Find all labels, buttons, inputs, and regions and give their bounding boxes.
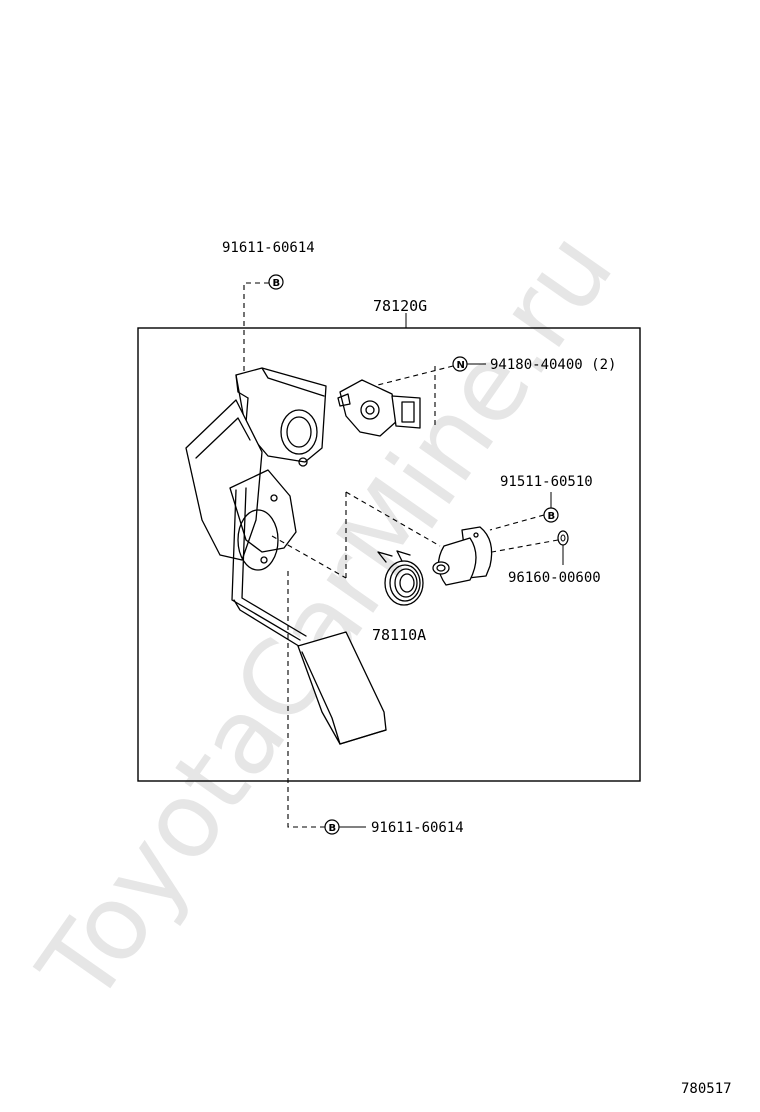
- svg-text:B: B: [273, 278, 281, 289]
- torsion-spring-icon: [377, 550, 424, 606]
- svg-text:B: B: [329, 823, 337, 834]
- badge-b-top: B: [268, 274, 284, 290]
- part-number-bolt-right: 91511-60510: [500, 474, 593, 490]
- part-number-screw-n: 94180-40400 (2): [490, 357, 616, 373]
- part-number-bolt-bottom: 91611-60614: [371, 820, 464, 836]
- badge-b-bottom: B: [324, 819, 340, 835]
- watermark: ToyotaCarMine.ru: [15, 210, 637, 1025]
- assembly-label: 78120G: [373, 297, 427, 315]
- part-number-washer: 96160-00600: [508, 570, 601, 586]
- assembly-frame: [137, 327, 641, 782]
- badge-n-screw: N: [452, 356, 468, 372]
- pivot-shaft-icon: [432, 526, 493, 586]
- svg-text:B: B: [548, 511, 556, 522]
- part-number-bolt-top: 91611-60614: [222, 240, 315, 256]
- svg-text:N: N: [457, 360, 465, 371]
- part-number-spring: 78110A: [372, 626, 426, 644]
- washer-icon: [557, 530, 569, 546]
- figure-number: 780517: [681, 1081, 732, 1097]
- accelerator-pedal-icon: [185, 367, 421, 745]
- badge-b-right: B: [543, 507, 559, 523]
